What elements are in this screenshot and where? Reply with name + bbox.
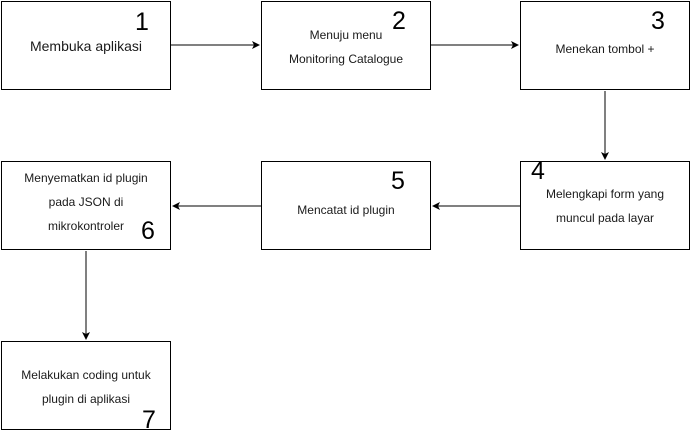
step-1-box: Membuka aplikasi 1: [1, 1, 171, 90]
step-5-text: Mencatat id plugin: [297, 203, 395, 217]
step-1-text: Membuka aplikasi: [29, 38, 143, 54]
step-5-number: 5: [391, 167, 405, 195]
step-3-number: 3: [651, 7, 665, 35]
step-3-box: Menekan tombol + 3: [520, 1, 690, 90]
step-2-number: 2: [392, 7, 406, 35]
step-4-box: Melengkapi form yang muncul pada layar 4: [520, 157, 690, 250]
step-7-text: Melakukan coding untuk plugin di aplikas…: [21, 368, 151, 406]
step-4-text: Melengkapi form yang muncul pada layar: [545, 187, 665, 225]
step-6-text: Menyematkan id plugin pada JSON di mikro…: [24, 171, 148, 233]
step-6-box: Menyematkan id plugin pada JSON di mikro…: [1, 161, 171, 250]
step-6-number: 6: [141, 217, 155, 245]
step-4-number: 4: [531, 157, 545, 185]
step-5-box: Mencatat id plugin 5: [261, 161, 431, 250]
step-7-box: Melakukan coding untuk plugin di aplikas…: [1, 341, 171, 434]
step-1-number: 1: [135, 8, 149, 36]
step-2-box: Menuju menu Monitoring Catalogue 2: [261, 1, 431, 90]
step-2-text: Menuju menu Monitoring Catalogue: [288, 28, 404, 66]
step-3-text: Menekan tombol +: [555, 42, 655, 56]
step-7-number: 7: [142, 406, 156, 434]
